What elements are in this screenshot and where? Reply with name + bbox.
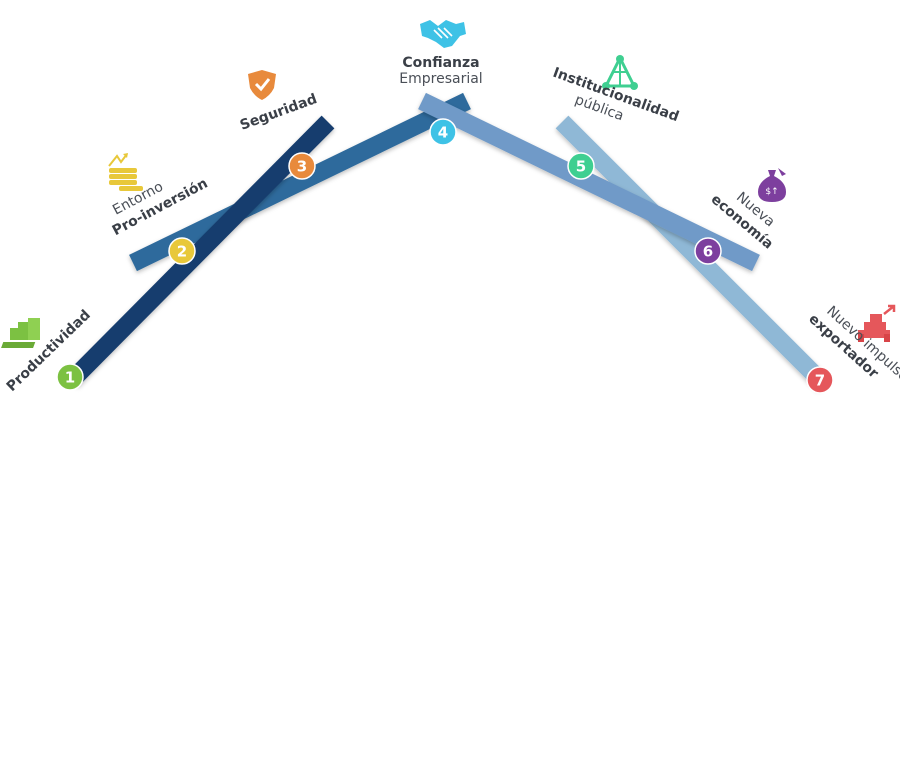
node-5-number: 5: [576, 158, 586, 176]
node-7-circle: [806, 366, 834, 394]
shield-check-icon: [248, 70, 276, 100]
node-4-number: 4: [438, 124, 448, 142]
handshake-icon: [420, 20, 466, 48]
arch-bars: [65, 92, 831, 391]
node-1-circle: [56, 363, 84, 391]
bars-chart-icon: [1, 318, 40, 348]
node-3-circle: [288, 152, 316, 180]
node-7-number: 7: [815, 372, 825, 390]
label-seguridad: Seguridad: [238, 91, 319, 134]
node-2-number: 2: [177, 243, 187, 261]
node-4-circle: [429, 118, 457, 146]
label-confianza: Confianza Empresarial: [399, 55, 482, 87]
svg-text:$↑: $↑: [765, 187, 778, 197]
pillar-4-subtitle: Empresarial: [399, 71, 482, 87]
node-6-circle: [694, 237, 722, 265]
node-5-circle: [567, 152, 595, 180]
network-triangle-icon: [602, 54, 638, 90]
pillar-3-title: Seguridad: [238, 91, 319, 134]
bar-4-to-6: [418, 92, 760, 272]
node-3-number: 3: [297, 158, 307, 176]
coins-growth-icon: [108, 153, 143, 191]
node-2-circle: [168, 237, 196, 265]
export-growth-icon: [858, 304, 896, 342]
node-6-number: 6: [703, 243, 713, 261]
pillar-4-title: Confianza: [402, 55, 479, 71]
money-bag-icon: $↑: [758, 168, 786, 202]
node-1-number: 1: [65, 369, 75, 387]
node-markers: 1 2 3 4 5 6 7: [56, 118, 834, 394]
bar-2-to-4: [129, 92, 471, 272]
bar-5-to-7: [555, 115, 831, 391]
bar-1-to-3: [65, 115, 335, 387]
